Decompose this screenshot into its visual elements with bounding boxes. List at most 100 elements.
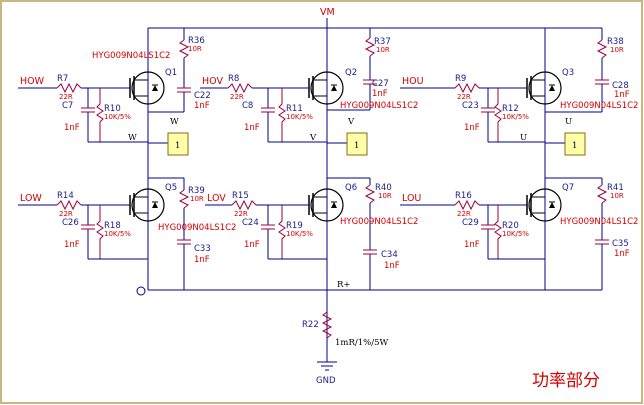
c23-value: 1nF: [464, 123, 480, 133]
c7-value: 1nF: [64, 123, 80, 133]
r8-resistor: [227, 82, 253, 94]
r12-value: 10K/5%: [502, 113, 529, 121]
r16-value: 22R: [457, 210, 471, 218]
r14-value: 22R: [59, 210, 73, 218]
sheet-title: 功率部分: [532, 371, 600, 391]
c7-ref: C7: [62, 101, 73, 111]
r22-shunt-resistor: [321, 311, 333, 339]
q5-body: [131, 188, 165, 222]
gnd-label: GND: [316, 376, 336, 386]
c8-value: 1nF: [244, 123, 260, 133]
q2-part: HYG009N04LS1C2: [340, 101, 418, 111]
r18-ref: R18: [104, 221, 121, 231]
c29-value: 1nF: [464, 240, 480, 250]
c8-ref: C8: [242, 101, 253, 111]
v-node-box: [346, 132, 368, 156]
u-node-pin: 1: [572, 141, 577, 151]
vm-label: VM: [320, 7, 335, 18]
w-node-box: [167, 132, 189, 156]
r8-ref: R8: [228, 74, 239, 84]
r22-value: 1mR/1%/5W: [335, 338, 388, 348]
lov-net-label: LOV: [207, 193, 226, 204]
r16-resistor: [454, 199, 480, 211]
r10-resistor: [96, 88, 104, 142]
r11-value: 10K/5%: [286, 113, 313, 121]
q7-part: HYG009N04LS1C2: [560, 217, 638, 227]
r22-ref: R22: [302, 320, 319, 330]
w-node-pin: 1: [175, 141, 180, 151]
r39-ref: R39: [188, 186, 205, 196]
hov-net-label: HOV: [202, 76, 223, 87]
q1-part: HYG009N04LS1C2: [92, 51, 170, 61]
q2-ref: Q2: [345, 68, 357, 78]
c27-ref: C27: [372, 79, 389, 89]
low-net-label: LOW: [20, 193, 42, 204]
c34-ref: C34: [381, 250, 398, 260]
r18-value: 10K/5%: [104, 230, 131, 238]
c33-value: 1nF: [194, 255, 210, 265]
c28-value: 1nF: [614, 90, 630, 100]
r38-value: 10R: [610, 46, 624, 54]
hou-net-label: HOU: [402, 76, 424, 87]
c35-ref: C35: [612, 239, 629, 249]
r38-resistor: [596, 39, 608, 59]
c27-value: 1nF: [372, 89, 388, 99]
v-net-label: V: [347, 117, 355, 127]
c24-ref: C24: [242, 218, 259, 228]
c35-value: 1nF: [614, 249, 630, 259]
rplus-terminal: [136, 286, 146, 296]
w-net-label-2: W: [128, 133, 137, 143]
q6-diode: [331, 202, 337, 208]
r41-value: 10R: [610, 192, 624, 200]
r41-ref: R41: [607, 183, 624, 193]
c26-ref: C26: [62, 218, 79, 228]
u-node-box: [564, 132, 586, 156]
r16-ref: R16: [455, 191, 472, 201]
q5-part: HYG009N04LS1C2: [158, 223, 236, 233]
r8-value: 22R: [230, 93, 244, 101]
r40-ref: R40: [375, 183, 392, 193]
q3-ref: Q3: [562, 68, 574, 78]
w-net-label: W: [170, 117, 179, 127]
q1-ref: Q1: [165, 68, 177, 78]
lou-net-label: LOU: [402, 193, 421, 204]
r20-ref: R20: [502, 221, 519, 231]
r11-resistor: [278, 88, 286, 142]
r20-value: 10K/5%: [502, 230, 529, 238]
r39-resistor: [178, 189, 190, 209]
q3-diode: [549, 85, 555, 91]
u-net-label: U: [565, 117, 572, 127]
r9-value: 22R: [457, 93, 471, 101]
c29-ref: C29: [462, 218, 479, 228]
q3-part: HYG009N04LS1C2: [560, 101, 638, 111]
r10-value: 10K/5%: [104, 113, 131, 121]
q3-body: [528, 71, 562, 105]
r7-value: 22R: [59, 93, 73, 101]
r37-ref: R37: [374, 37, 391, 47]
c23-ref: C23: [462, 101, 479, 111]
r18-resistor: [96, 205, 104, 259]
r40-value: 10R: [378, 192, 392, 200]
r11-ref: R11: [286, 104, 303, 114]
q5-ref: Q5: [165, 183, 177, 193]
q7-diode: [549, 202, 555, 208]
q5-diode: [152, 202, 158, 208]
r7-ref: R7: [57, 74, 68, 84]
r9-resistor: [454, 82, 480, 94]
q7-body: [528, 188, 562, 222]
r40-resistor: [364, 184, 376, 204]
c22-ref: C22: [194, 91, 211, 101]
how-net-label: HOW: [20, 76, 45, 87]
q2-diode: [331, 85, 337, 91]
rplus-label: R+: [337, 280, 351, 290]
r20-resistor: [494, 205, 502, 259]
r38-ref: R38: [607, 37, 624, 47]
r15-resistor: [231, 199, 257, 211]
c34-value: 1nF: [384, 261, 400, 271]
q2-body: [310, 71, 344, 105]
r15-value: 22R: [234, 210, 248, 218]
r12-resistor: [494, 88, 502, 142]
r36-ref: R36: [188, 36, 205, 46]
r36-value: 10R: [188, 45, 202, 53]
